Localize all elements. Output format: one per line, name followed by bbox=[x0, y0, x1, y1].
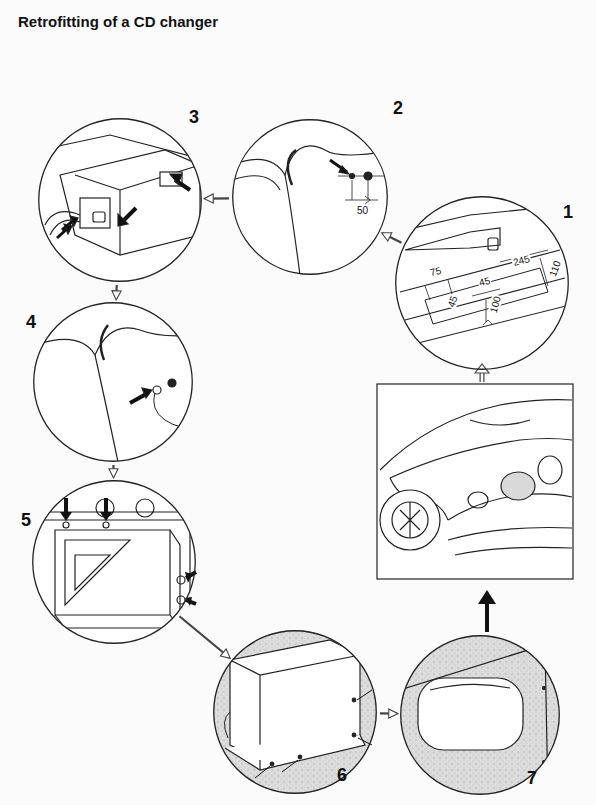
step-arrow bbox=[115, 285, 118, 299]
circle-outline bbox=[213, 630, 377, 794]
step-number: 4 bbox=[26, 312, 36, 333]
step-arrow bbox=[205, 197, 229, 200]
step-number: 3 bbox=[189, 107, 199, 128]
step-number: 7 bbox=[527, 768, 537, 789]
circle-outline bbox=[38, 118, 202, 282]
step-circle: 2 bbox=[232, 119, 388, 275]
step-arrow bbox=[112, 465, 114, 477]
step-arrow bbox=[179, 616, 229, 658]
step-circle: 7 bbox=[400, 635, 560, 795]
dimension-label: 50 bbox=[356, 205, 369, 216]
step-number: 6 bbox=[337, 765, 347, 786]
step-circle: 4 bbox=[33, 302, 193, 462]
circle-outline bbox=[232, 119, 388, 275]
step-number: 5 bbox=[21, 510, 31, 531]
step-arrow bbox=[380, 712, 397, 714]
step-number: 1 bbox=[563, 202, 573, 223]
page-title: Retrofitting of a CD changer bbox=[18, 13, 218, 30]
circle-outline bbox=[33, 302, 193, 462]
step-circle: 5 bbox=[32, 480, 196, 644]
step-number: 2 bbox=[393, 98, 403, 119]
circle-outline bbox=[32, 480, 196, 644]
step-circle: 3 bbox=[38, 118, 202, 282]
step-arrow bbox=[382, 233, 401, 243]
step-circle: 6 bbox=[213, 630, 377, 794]
